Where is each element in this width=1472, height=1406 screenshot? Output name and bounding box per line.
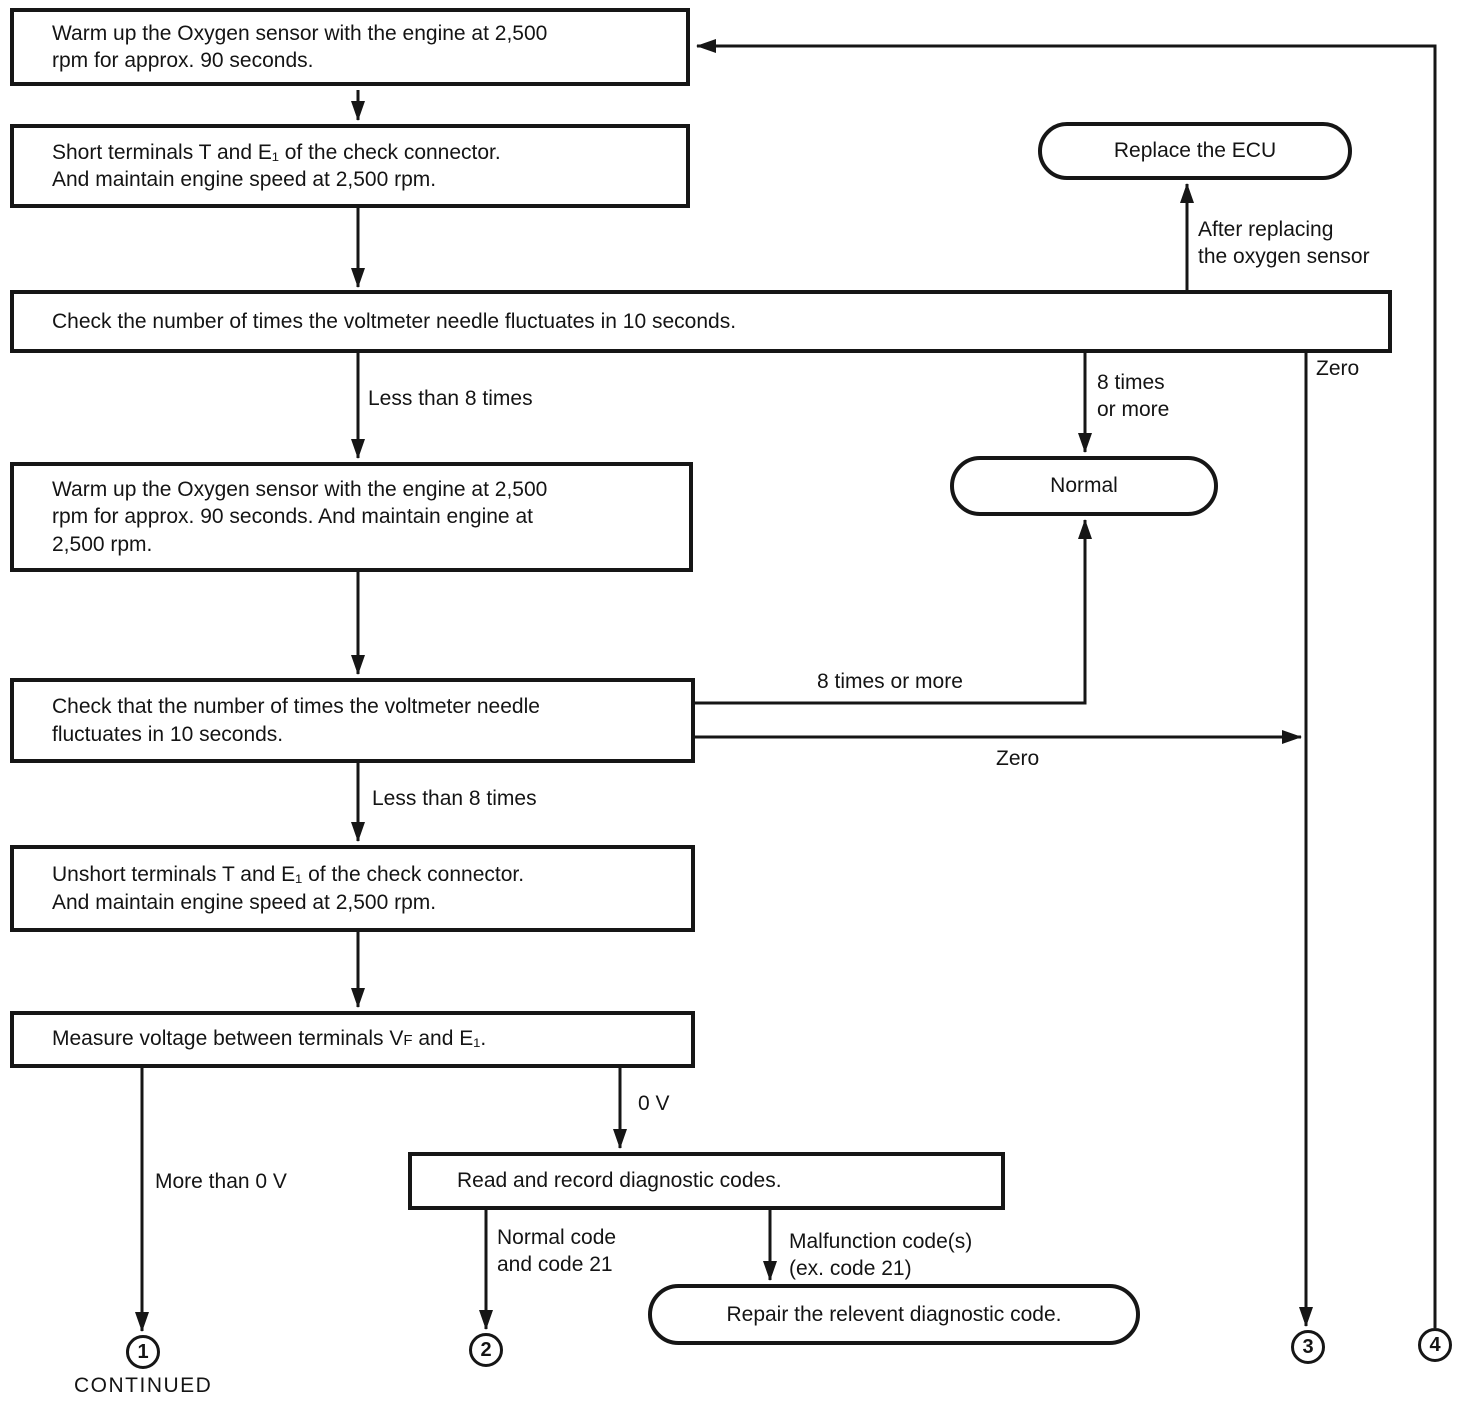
text-line: 2,500 rpm. [52, 532, 153, 556]
text-line: And maintain engine speed at 2,500 rpm. [52, 168, 437, 191]
connector-circle-1: 1 [126, 1335, 160, 1369]
label-line: and code 21 [497, 1253, 613, 1276]
node-warmup-initial-text: Warm up the Oxygen sensor with the engin… [14, 20, 559, 75]
label-line: Malfunction code(s) [789, 1230, 973, 1253]
connector-circle-4: 4 [1418, 1328, 1452, 1362]
vf-subscript: F [403, 1031, 413, 1049]
node-read-codes-text: Read and record diagnostic codes. [412, 1167, 794, 1195]
continued-label: CONTINUED [74, 1374, 213, 1397]
label-8-times-or-more-inline: 8 times or more [817, 670, 963, 693]
label-less-than-8-times-first: Less than 8 times [368, 387, 533, 410]
label-zero-first: Zero [1316, 357, 1360, 380]
edge-check2-to-normal-8-times-or-more [693, 519, 1092, 705]
text-line: Check the number of times the voltmeter … [52, 309, 737, 333]
terminal-repair-code: Repair the relevent diagnostic code. [648, 1284, 1140, 1345]
label-line: the oxygen sensor [1198, 245, 1370, 268]
label-0v: 0 V [638, 1092, 670, 1115]
text-part: and E₁. [412, 1026, 487, 1050]
label-8-times-or-more-stacked: 8 times or more [1097, 369, 1169, 423]
text-line: Read and record diagnostic codes. [457, 1169, 782, 1193]
label-zero-second: Zero [996, 747, 1040, 770]
node-warmup-maintain: Warm up the Oxygen sensor with the engin… [10, 462, 693, 572]
label-after-replacing: After replacing the oxygen sensor [1198, 216, 1370, 270]
terminal-replace-ecu-text: Replace the ECU [1113, 139, 1277, 162]
terminal-normal: Normal [950, 456, 1218, 516]
terminal-replace-ecu: Replace the ECU [1038, 122, 1352, 180]
label-line: (ex. code 21) [789, 1257, 912, 1280]
text-line: rpm for approx. 90 seconds. And maintain… [52, 505, 533, 529]
node-measure-voltage: Measure voltage between terminals VF and… [10, 1011, 695, 1068]
text-line: Check that the number of times the voltm… [52, 695, 540, 718]
connector-circle-3: 3 [1291, 1330, 1325, 1364]
node-unshort-terminals: Unshort terminals T and E₁ of the check … [10, 845, 695, 932]
label-line: After replacing [1198, 218, 1334, 241]
label-more-than-0v: More than 0 V [155, 1170, 287, 1193]
label-line: or more [1097, 398, 1170, 421]
label-line: 8 times [1097, 371, 1165, 394]
node-check-fluctuation-2-text: Check that the number of times the voltm… [14, 693, 552, 748]
label-line: Normal code [497, 1226, 617, 1249]
node-short-terminals: Short terminals T and E₁ of the check co… [10, 124, 690, 208]
label-normal-code: Normal code and code 21 [497, 1224, 616, 1278]
text-line: And maintain engine speed at 2,500 rpm. [52, 890, 437, 914]
text-line: Warm up the Oxygen sensor with the engin… [52, 21, 548, 45]
label-malfunction-code: Malfunction code(s) (ex. code 21) [789, 1228, 972, 1282]
connector-circle-2: 2 [469, 1333, 503, 1367]
node-read-codes: Read and record diagnostic codes. [408, 1152, 1005, 1210]
text-line: rpm for approx. 90 seconds. [52, 49, 314, 72]
text-part: Measure voltage between terminals V [52, 1026, 404, 1050]
label-less-than-8-times-second: Less than 8 times [372, 787, 537, 810]
terminal-normal-text: Normal [1050, 474, 1118, 497]
node-warmup-initial: Warm up the Oxygen sensor with the engin… [10, 8, 690, 86]
edge-connector4-return-to-warmup [696, 39, 1437, 1328]
node-check-fluctuation-1: Check the number of times the voltmeter … [10, 290, 1392, 353]
text-line: fluctuates in 10 seconds. [52, 722, 284, 746]
text-line: Measure voltage between terminals VF and… [52, 1025, 486, 1055]
text-line: Short terminals T and E₁ of the check co… [52, 140, 501, 164]
node-short-terminals-text: Short terminals T and E₁ of the check co… [14, 139, 513, 194]
node-measure-voltage-text: Measure voltage between terminals VF and… [14, 1025, 498, 1055]
terminal-repair-code-text: Repair the relevent diagnostic code. [726, 1302, 1062, 1326]
text-line: Unshort terminals T and E₁ of the check … [52, 863, 525, 886]
node-check-fluctuation-2: Check that the number of times the voltm… [10, 678, 695, 763]
node-unshort-terminals-text: Unshort terminals T and E₁ of the check … [14, 861, 536, 916]
node-check-fluctuation-1-text: Check the number of times the voltmeter … [14, 308, 748, 336]
text-line: Warm up the Oxygen sensor with the engin… [52, 477, 548, 501]
node-warmup-maintain-text: Warm up the Oxygen sensor with the engin… [14, 476, 559, 559]
